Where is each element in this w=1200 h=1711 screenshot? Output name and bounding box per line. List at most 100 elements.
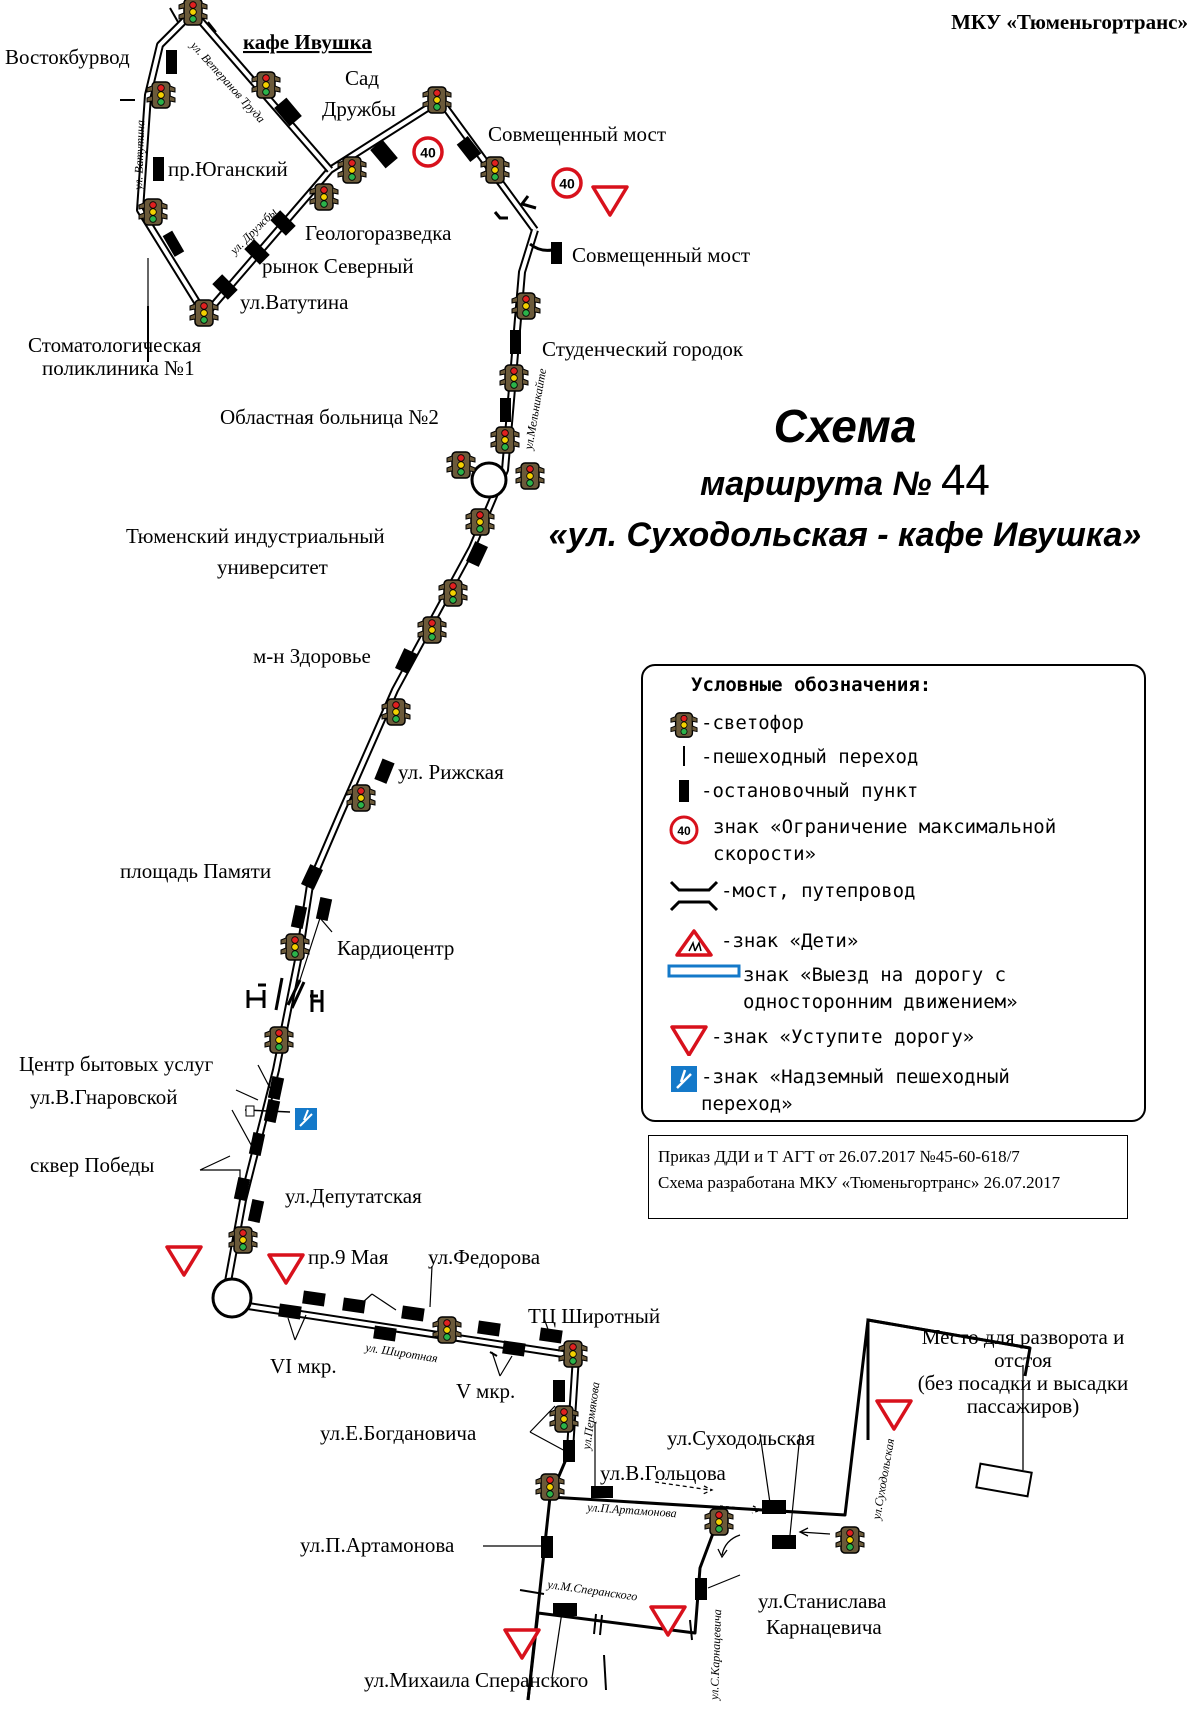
label-ul-speranskogo: ул.Михаила Сперанского [364, 1668, 588, 1692]
stop-kardiocentr-2[interactable] [315, 896, 333, 922]
stop-tc-shirotny[interactable] [539, 1327, 563, 1344]
label-ul-artamonova: ул.П.Артамонова [300, 1533, 455, 1557]
stop-karnacevicha[interactable] [695, 1578, 707, 1600]
stop-ul-vatutina[interactable] [212, 274, 238, 300]
label-rynok-severny: рынок Северный [262, 254, 414, 278]
stop-obl-bolnitsa[interactable] [500, 398, 511, 422]
label-skver-pobedy: сквер Победы [30, 1153, 154, 1177]
label-ul-goltsova: ул.В.Гольцова [600, 1461, 727, 1485]
legend-overpass-line1: -знак «Надземный пешеходный [701, 1066, 1010, 1088]
stop-skver-pobedy-2[interactable] [233, 1176, 251, 1202]
street-speranskogo: ул.М.Сперанского [546, 1577, 639, 1604]
title-line3: «ул. Суходольская - кафе Ивушка» [548, 516, 1142, 554]
stop-shirotnaya[interactable] [373, 1325, 397, 1342]
label-vostokburvod: Востокбурвод [5, 45, 130, 69]
stop-tiu[interactable] [466, 541, 488, 567]
label-v-mkr: V мкр. [456, 1379, 515, 1403]
legend-bridge: -мост, путепровод [667, 878, 915, 914]
legend-speed-limit-text: знак «Ограничение максимальной скорости» [713, 814, 1056, 868]
stop-rynok-severny[interactable] [244, 239, 270, 265]
stop-pr-9-maya[interactable] [302, 1290, 326, 1307]
overpass-sign-icon [667, 1064, 701, 1094]
stop-bogdanovicha[interactable] [553, 1380, 565, 1402]
stop-goltsova[interactable] [591, 1486, 613, 1498]
stop-artamonova[interactable] [541, 1536, 553, 1558]
speed-limit-icon: 40 [667, 814, 701, 846]
legend-children-text: -знак «Дети» [721, 930, 859, 952]
stop-bogdanovicha-2[interactable] [563, 1440, 575, 1462]
stop-centr-byt-uslug[interactable] [267, 1075, 285, 1101]
stop-ul-rizhskaya[interactable] [374, 758, 395, 784]
label-ul-vatutina: ул.Ватутина [240, 290, 349, 314]
legend-one-way-line1: знак «Выезд на дорогу с [743, 964, 1007, 986]
label-sad-druzhby-1: Сад [345, 66, 379, 90]
label-sad-druzhby-2: Дружбы [322, 97, 396, 121]
stop-skver-pobedy[interactable] [248, 1131, 266, 1157]
stop-vostokburvod[interactable] [166, 50, 177, 74]
label-stomatolog-1: Стоматологическая [28, 333, 202, 357]
label-ul-fedorova: ул.Федорова [428, 1245, 541, 1269]
legend-one-way-text: знак «Выезд на дорогу с односторонним дв… [743, 962, 1018, 1016]
label-student-gorodok: Студенческий городок [542, 337, 744, 361]
stop-student-gorodok[interactable] [510, 330, 521, 354]
traffic-light-icon [667, 710, 701, 740]
turnaround-area [975, 1462, 1033, 1498]
stop-ul-deputatskaya[interactable] [247, 1198, 265, 1224]
stop-kardiocentr[interactable] [290, 904, 308, 930]
stop-sad-druzhby[interactable] [370, 139, 398, 169]
stop-pr-9-maya-2[interactable] [342, 1297, 366, 1314]
title-line1: Схема [773, 400, 917, 452]
turnaround-line3: (без посадки и высадки [918, 1371, 1129, 1395]
label-centr-byt-uslug: Центр бытовых услуг [19, 1052, 214, 1076]
label-geologorazvedka: Геологоразведка [305, 221, 452, 245]
label-ul-karnacevicha-1: ул.Станислава [758, 1589, 887, 1613]
legend-speed-limit-line2: скорости» [713, 843, 816, 865]
legend-crosswalk-text: -пешеходный переход [701, 746, 919, 768]
stop-speranskogo[interactable] [553, 1603, 577, 1616]
stop-stomatolog[interactable] [162, 230, 185, 257]
street-sukhodolskaya: ул.Суходольская [869, 1437, 897, 1522]
leader-lines [147, 258, 801, 1679]
legend-traffic-light-text: -светофор [701, 712, 804, 734]
stop-sovmeshenny-most-1[interactable] [456, 136, 482, 162]
stop-ul-fedorova[interactable] [401, 1305, 425, 1322]
legend-one-way-line2: односторонним движением» [743, 991, 1018, 1013]
stop-sovmeshenny-most-2[interactable] [551, 242, 562, 264]
crosswalk-icon [667, 744, 701, 768]
stop-sukhodolskaya-2[interactable] [772, 1535, 796, 1549]
stop-vi-mkr[interactable] [278, 1303, 302, 1320]
roundabout-north [470, 461, 508, 499]
legend-yield: -знак «Уступите дорогу» [667, 1024, 974, 1056]
label-tc-shirotny: ТЦ Широтный [528, 1304, 660, 1328]
legend-speed-limit-line1: знак «Ограничение максимальной [713, 816, 1057, 838]
turnaround-line2: отстоя [994, 1348, 1052, 1372]
street-artamonova: ул.П.Артамонова [586, 1500, 677, 1520]
label-tiu-1: Тюменский индустриальный [126, 524, 385, 548]
legend-overpass-line2: переход» [701, 1093, 793, 1115]
legend-overpass: -знак «Надземный пешеходный переход» [667, 1064, 1010, 1118]
label-ul-karnacevicha-2: Карнацевича [766, 1615, 882, 1639]
street-vatutina: ул. Ватутина [131, 120, 147, 191]
stop-pr-yugansky[interactable] [153, 157, 164, 181]
label-vi-mkr: VI мкр. [270, 1354, 337, 1378]
stop-sukhodolskaya[interactable] [762, 1500, 786, 1514]
stop-kafe-ivushka[interactable] [274, 97, 302, 127]
legend-yield-text: -знак «Уступите дорогу» [711, 1026, 975, 1048]
stop-geologorazvedka[interactable] [270, 210, 296, 236]
street-shirotnaya: ул. Широтная [364, 1340, 440, 1365]
label-ul-bogdanovicha: ул.Е.Богдановича [320, 1421, 477, 1445]
label-sovmeshenny-most-2: Совмещенный мост [572, 243, 750, 267]
stop-icon [667, 778, 701, 804]
legend-bridge-text: -мост, путепровод [721, 880, 916, 902]
route-number: 44 [940, 456, 990, 505]
label-pr-yugansky: пр.Юганский [168, 157, 288, 181]
stop-v-mkr[interactable] [477, 1320, 501, 1337]
stop-mn-zdorovye[interactable] [395, 648, 417, 674]
label-tiu-2: университет [217, 555, 328, 579]
label-ul-deputatskaya: ул.Депутатская [285, 1184, 422, 1208]
legend-box: Условные обозначения: -светофор -пешеход… [641, 664, 1146, 1122]
legend-overpass-text: -знак «Надземный пешеходный переход» [701, 1064, 1010, 1118]
turnaround-line4: пассажиров) [967, 1394, 1079, 1418]
stop-ploshad-pamyati[interactable] [301, 864, 323, 890]
stop-v-mkr-2[interactable] [502, 1340, 526, 1357]
